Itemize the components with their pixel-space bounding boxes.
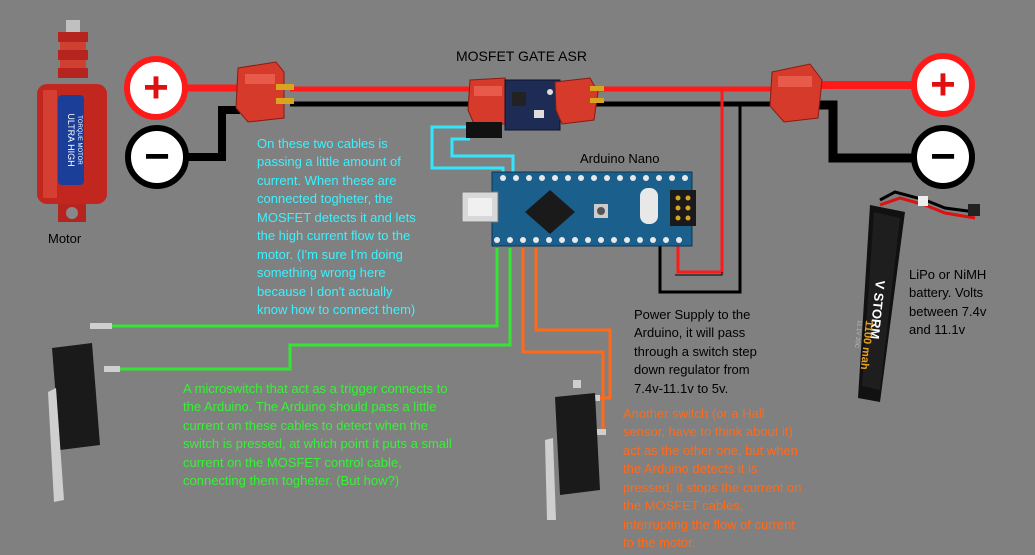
- minus-sign-right: −: [930, 132, 956, 181]
- trigger-switch-note: A microswitch that act as a trigger conn…: [183, 381, 452, 489]
- deans-connector-left: [235, 61, 294, 123]
- trigger-switch-wires: [90, 248, 512, 371]
- deans-connector-right: [769, 63, 823, 123]
- minus-sign-left: −: [144, 132, 170, 181]
- negative-terminal-right: −: [911, 125, 975, 189]
- positive-terminal-left: +: [124, 56, 188, 120]
- arduino-power-negative-wire: [658, 104, 742, 294]
- arduino-label: Arduino Nano: [580, 151, 660, 166]
- arduino-power-positive-wire: [675, 89, 724, 276]
- trigger-microswitch: [48, 323, 120, 502]
- negative-wire-right: [815, 100, 918, 163]
- battery-brand: V STORM: [867, 280, 888, 340]
- plus-sign-right: +: [930, 60, 956, 109]
- second-switch-wires: [521, 248, 612, 432]
- battery: V STORM 1100 mah 11.1V 20C: [853, 190, 980, 402]
- deans-connector-mosfet-left: [467, 77, 511, 125]
- arduino-nano-board: [461, 171, 696, 247]
- battery-voltage: 11.1V 20C: [853, 320, 862, 349]
- mosfet-label: MOSFET GATE ASR: [456, 48, 587, 64]
- plus-sign-left: +: [143, 63, 169, 112]
- power-supply-note: Power Supply to the Arduino, it will pas…: [634, 307, 757, 396]
- positive-terminal-right: +: [911, 53, 975, 117]
- battery-capacity: 1100 mah: [858, 320, 875, 371]
- battery-note: LiPo or NiMH battery. Volts between 7.4v…: [909, 267, 987, 338]
- deans-connector-mosfet-right: [554, 77, 604, 125]
- negative-terminal-left: −: [125, 125, 189, 189]
- motor-brand-bottom: TORQUE MOTOR: [76, 115, 82, 165]
- motor-brand-top: ULTRA HIGH: [66, 113, 76, 166]
- second-switch-note: Another switch (or a Hall sensor, have t…: [623, 406, 802, 551]
- second-microswitch: [545, 380, 606, 520]
- motor-label: Motor: [48, 231, 82, 246]
- motor: ULTRA HIGH TORQUE MOTOR: [37, 20, 107, 222]
- negative-wire-left: [180, 106, 240, 161]
- mosfet-board: [466, 79, 561, 138]
- mosfet-control-note: On these two cables is passing a little …: [257, 136, 416, 318]
